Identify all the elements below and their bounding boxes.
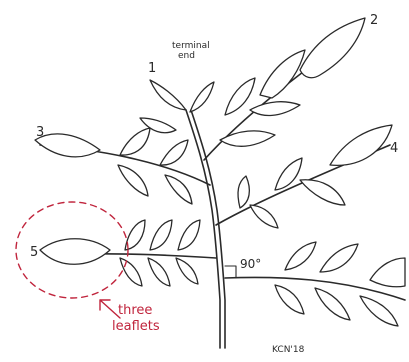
annotation-line2: leaflets bbox=[112, 319, 160, 334]
leaflet-3a bbox=[35, 134, 100, 157]
leaflet-br-c bbox=[370, 258, 405, 287]
leaflet-5e bbox=[148, 258, 170, 286]
leaflet-br-f bbox=[360, 296, 398, 326]
terminal-label-line1: terminal bbox=[172, 41, 210, 51]
leaflet-5f bbox=[176, 258, 198, 284]
angle-label: 90° bbox=[240, 257, 261, 271]
leaflet-2a bbox=[300, 18, 365, 78]
leaflet-4a bbox=[330, 125, 392, 165]
leaflet-br-d bbox=[275, 285, 304, 314]
annotation-line1: three bbox=[118, 303, 152, 318]
leaflet-2b bbox=[260, 50, 305, 98]
leaflet-br-e bbox=[315, 288, 350, 320]
label-1: 1 bbox=[148, 61, 156, 76]
leaflet-1b bbox=[190, 82, 214, 112]
annotation-arrow bbox=[100, 300, 120, 318]
leaflet-3e bbox=[165, 175, 192, 204]
terminal-label-line2: end bbox=[178, 51, 195, 61]
leaflet-3d bbox=[160, 140, 188, 165]
leaflet-3b bbox=[120, 128, 150, 155]
leaflet-4b bbox=[300, 180, 345, 205]
leaflet-1a bbox=[150, 80, 186, 110]
leaflet-3c bbox=[118, 165, 148, 196]
leaflet-2d bbox=[220, 131, 275, 146]
leaflet-4e bbox=[238, 176, 249, 208]
leaflet-br-a bbox=[285, 242, 316, 270]
label-3: 3 bbox=[36, 125, 44, 140]
leaflet-5c bbox=[178, 220, 200, 250]
label-2: 2 bbox=[370, 13, 378, 28]
leaflet-5-terminal bbox=[40, 239, 110, 265]
leaflet-5d bbox=[120, 258, 142, 286]
leaflet-4d bbox=[250, 205, 278, 228]
label-5: 5 bbox=[30, 245, 38, 260]
leaflet-2c bbox=[250, 102, 300, 116]
right-angle-mark bbox=[225, 266, 236, 278]
label-4: 4 bbox=[390, 141, 398, 156]
leaflet-br-b bbox=[320, 244, 358, 272]
leaflet-5b bbox=[150, 220, 172, 250]
artist-signature: KCN'18 bbox=[272, 345, 305, 355]
